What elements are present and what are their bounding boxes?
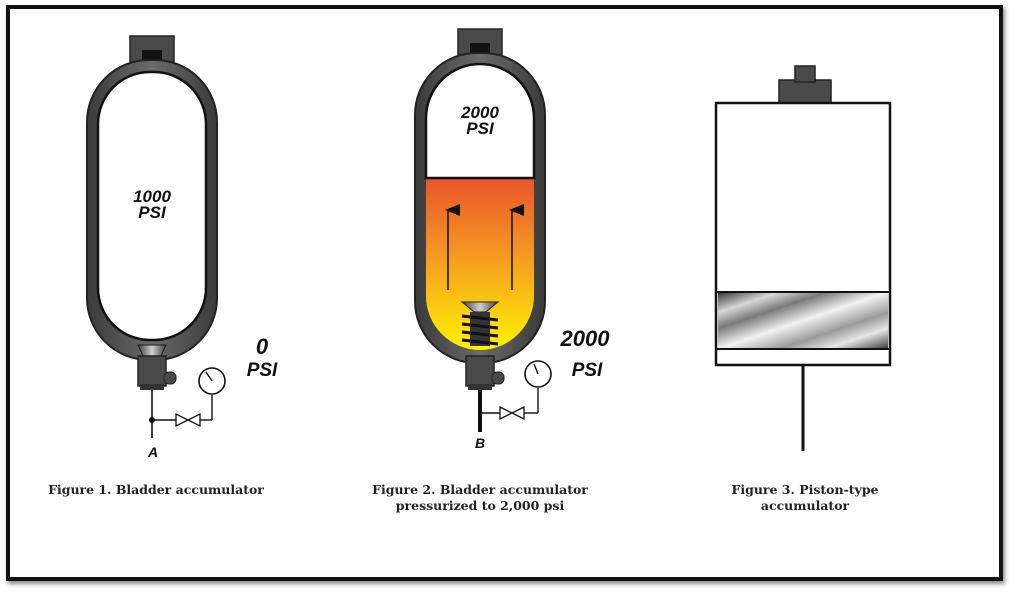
- figure3-piston-accumulator: [714, 65, 892, 451]
- figure2-poppet-spring: [461, 312, 499, 346]
- figure3-caption-line1: Figure 3. Piston-type: [731, 482, 879, 497]
- figure2-top-cap: [457, 28, 503, 56]
- figure2-caption-line2: pressurized to 2,000 psi: [395, 498, 565, 513]
- figure2-bottom-port: [465, 355, 495, 387]
- figure2-port-label: B: [475, 435, 485, 451]
- figure2-inner-pressure-value: 2000: [460, 103, 499, 122]
- figure3-caption-line2: accumulator: [760, 498, 850, 513]
- figure3-piston: [718, 292, 888, 349]
- figure1-bladder: [96, 70, 208, 342]
- figure2-bladder: [424, 62, 536, 180]
- figure2-gauge-unit: PSI: [572, 360, 603, 381]
- figure2-caption: Figure 2. Bladder accumulator pressurize…: [355, 482, 605, 514]
- figure1-bottom-port: [137, 355, 167, 387]
- figure3-caption: Figure 3. Piston-type accumulator: [705, 482, 905, 514]
- figure1-port-label: A: [147, 444, 158, 460]
- figure2-fluid: [426, 178, 534, 350]
- figure2-bladder-accumulator-pressurized: 2000 PSI 2000 PSI B: [414, 28, 611, 451]
- figure3-top-port: [778, 79, 832, 105]
- figure1-bladder-accumulator: 1000 PSI 0 PSI A: [86, 35, 278, 460]
- figure1-inner-pressure-value: 1000: [133, 187, 171, 206]
- figure2-inner-pressure-unit: PSI: [466, 119, 495, 138]
- figure1-gauge-unit: PSI: [247, 360, 278, 381]
- figure2-caption-line1: Figure 2. Bladder accumulator: [372, 482, 588, 497]
- figure1-gauge-value: 0: [256, 334, 269, 359]
- figure2-gauge-value: 2000: [560, 326, 611, 351]
- figure1-inner-pressure-unit: PSI: [138, 203, 167, 222]
- figure1-caption-text: Figure 1. Bladder accumulator: [48, 482, 264, 497]
- figure1-caption: Figure 1. Bladder accumulator: [40, 482, 272, 498]
